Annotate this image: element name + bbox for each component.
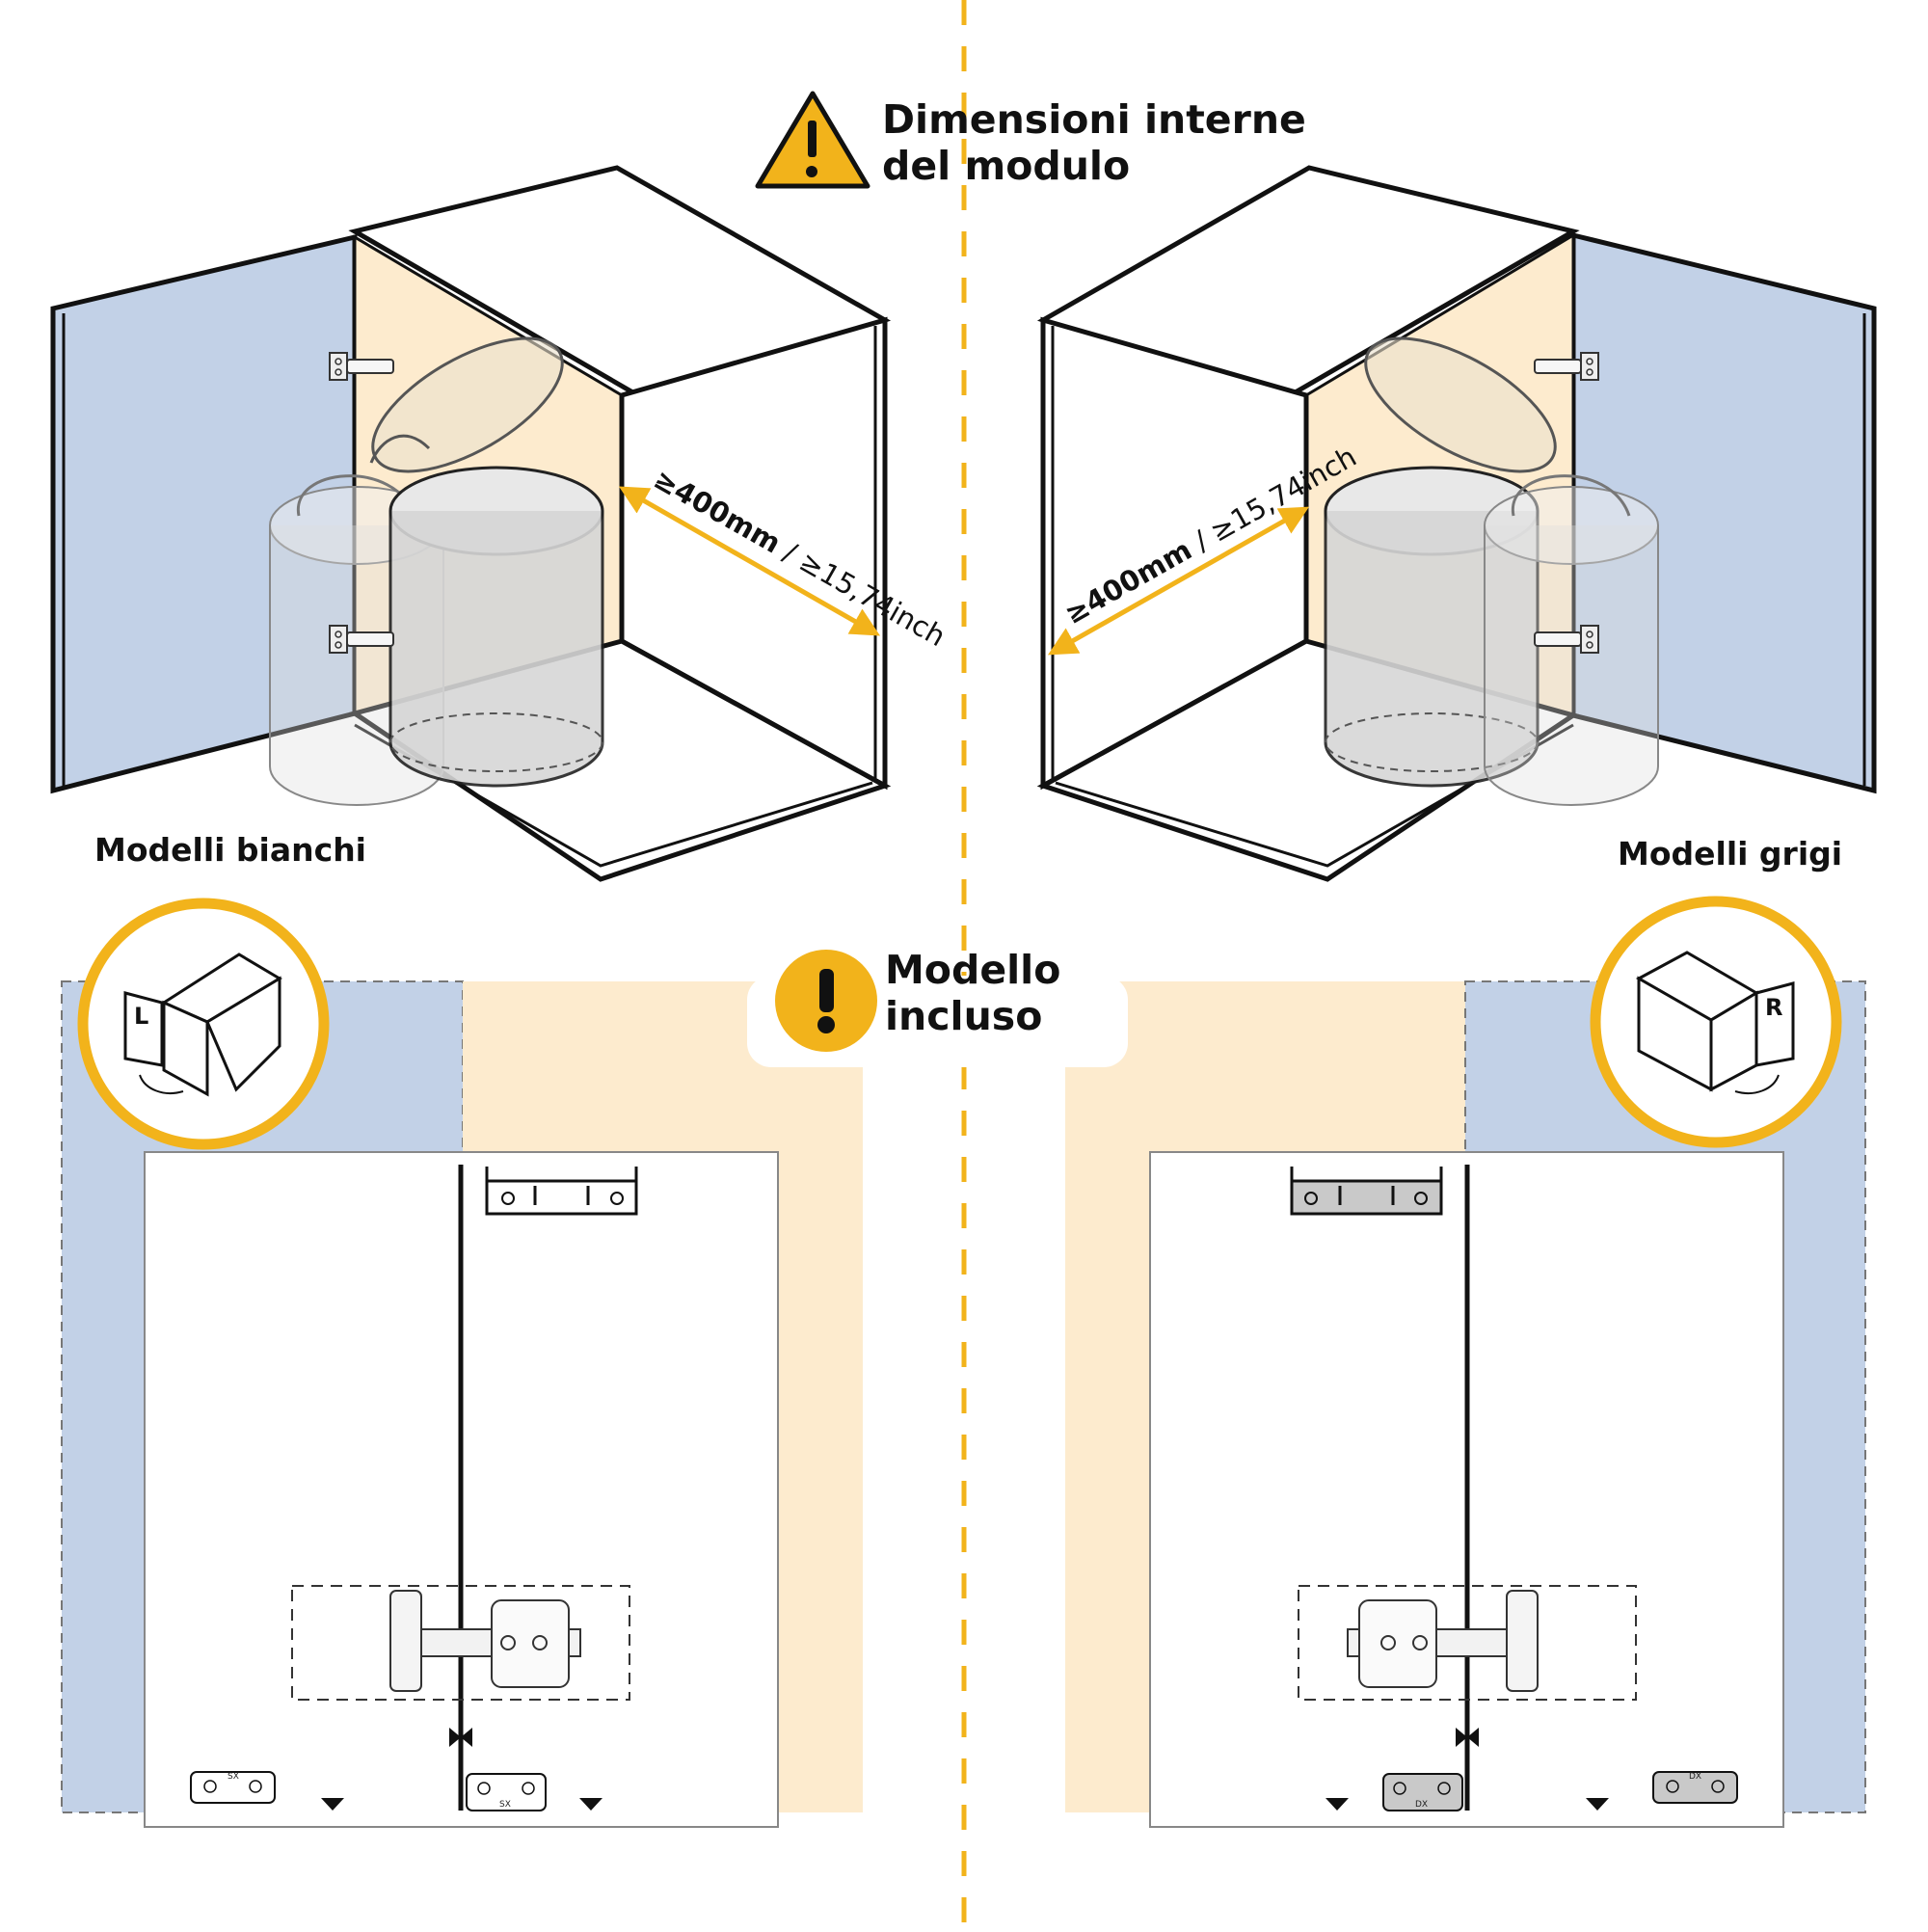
heading-line-1: Dimensioni interne	[882, 96, 1306, 143]
warning-triangle-icon	[755, 91, 870, 189]
plate-tag-right-1: DX	[1415, 1800, 1428, 1810]
dimension-arrow-left	[618, 486, 881, 636]
cabinet-right-3d	[1036, 165, 1877, 882]
included-line-2: incluso	[885, 993, 1043, 1039]
heading-line-2: del modulo	[882, 143, 1131, 189]
dimension-arrow-right	[1047, 506, 1310, 656]
label-grey-models: Modelli grigi	[1618, 835, 1843, 872]
plate-tag-left-1: SX	[228, 1772, 239, 1782]
cabinet-left-door-icon: L	[77, 898, 330, 1150]
badge-left-letter: L	[134, 1003, 148, 1030]
exclamation-circle-icon	[775, 950, 877, 1052]
badge-right-letter: R	[1765, 994, 1782, 1021]
mounting-template-right: DX DX	[1065, 980, 1866, 1828]
heading-included-model: Modello incluso	[885, 947, 1060, 1039]
plate-tag-left-2: SX	[499, 1800, 511, 1810]
plate-tag-right-2: DX	[1689, 1772, 1701, 1782]
cabinet-right-door-icon: R	[1590, 896, 1842, 1148]
label-white-models: Modelli bianchi	[94, 831, 366, 869]
heading-internal-dimensions: Dimensioni interne del modulo	[882, 96, 1306, 189]
included-line-1: Modello	[885, 947, 1061, 993]
